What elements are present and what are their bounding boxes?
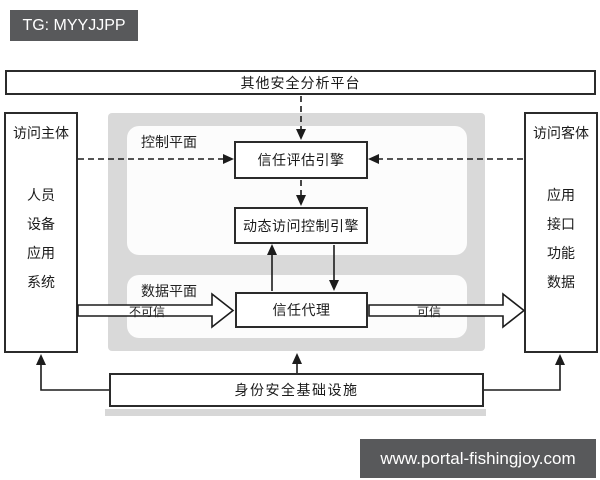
trust-evaluation-engine-box: 信任评估引擎 <box>234 141 368 179</box>
subject-item-device: 设备 <box>27 218 55 233</box>
trusted-flow-label: 可信 <box>416 305 441 319</box>
subject-item-application: 应用 <box>27 247 55 262</box>
infrastructure-box-shadow <box>105 409 486 416</box>
object-item-function: 功能 <box>547 247 575 262</box>
subject-item-system: 系统 <box>27 276 55 291</box>
dynamic-access-control-engine-box: 动态访问控制引擎 <box>234 207 368 244</box>
telegram-watermark-badge: TG: MYYJJPP <box>10 10 138 41</box>
access-object-box: 访问客体 应用 接口 功能 数据 <box>524 112 598 353</box>
control-plane-label: 控制平面 <box>141 136 197 151</box>
identity-infrastructure-box: 身份安全基础设施 <box>109 373 484 407</box>
object-item-data: 数据 <box>547 276 575 291</box>
access-object-items: 应用 接口 功能 数据 <box>526 182 596 298</box>
access-object-title: 访问客体 <box>533 127 589 142</box>
access-subject-title: 访问主体 <box>13 127 69 142</box>
object-item-application: 应用 <box>547 189 575 204</box>
subject-item-personnel: 人员 <box>27 189 55 204</box>
data-plane-label: 数据平面 <box>141 285 197 300</box>
arrow-infrastructure-to-trust-agent <box>292 353 302 373</box>
access-subject-items: 人员 设备 应用 系统 <box>6 182 76 298</box>
untrusted-flow-label: 不可信 <box>128 305 165 319</box>
arrow-infrastructure-to-object <box>484 354 565 391</box>
arrow-infrastructure-to-subject <box>36 354 109 391</box>
trust-agent-box: 信任代理 <box>235 292 368 328</box>
access-subject-box: 访问主体 人员 设备 应用 系统 <box>4 112 78 353</box>
website-watermark-badge: www.portal-fishingjoy.com <box>360 439 596 478</box>
external-platform-box: 其他安全分析平台 <box>5 70 596 95</box>
object-item-interface: 接口 <box>547 218 575 233</box>
